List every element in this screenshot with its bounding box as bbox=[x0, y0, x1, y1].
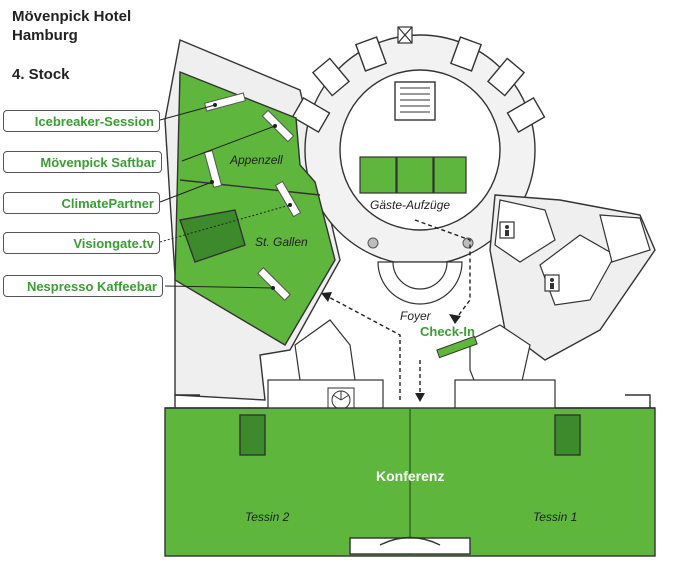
direction-arrow-icon bbox=[324, 219, 471, 400]
spiral-staircase-icon bbox=[327, 387, 355, 413]
right-wing-rooms bbox=[494, 199, 651, 306]
room-st-gallen: St. Gallen bbox=[255, 235, 308, 249]
room-gaeste-aufzuege: Gäste-Aufzüge bbox=[370, 198, 450, 212]
staircase-icon bbox=[400, 87, 430, 113]
label-icebreaker-session[interactable]: Icebreaker-Session bbox=[3, 110, 160, 132]
hotel-name-line1: Mövenpick Hotel bbox=[12, 8, 132, 25]
label-nespresso-kaffeebar[interactable]: Nespresso Kaffeebar bbox=[3, 275, 163, 297]
top-door-marker bbox=[397, 26, 413, 44]
label-visiongate-tv[interactable]: Visiongate.tv bbox=[3, 232, 160, 254]
lower-corridor bbox=[267, 319, 556, 411]
hotel-name-line2: Hamburg bbox=[12, 27, 78, 44]
room-tessin-2: Tessin 2 bbox=[245, 510, 290, 524]
leader-dots bbox=[210, 103, 292, 290]
check-in-label: Check-In bbox=[420, 324, 475, 339]
room-tessin-1: Tessin 1 bbox=[533, 510, 577, 524]
left-wing-rooms bbox=[174, 70, 336, 346]
leader-lines bbox=[159, 104, 291, 289]
foyer-staircase bbox=[377, 261, 463, 305]
guest-elevators bbox=[359, 156, 467, 194]
conference-top-wall bbox=[165, 394, 655, 409]
label-moevenpick-saftbar[interactable]: Mövenpick Saftbar bbox=[3, 151, 162, 173]
conference-hall bbox=[164, 407, 656, 557]
toilet-icon bbox=[505, 225, 554, 289]
conference-label: Konferenz bbox=[376, 468, 444, 484]
room-foyer: Foyer bbox=[400, 309, 432, 323]
stand-markers bbox=[203, 92, 302, 301]
room-appenzell: Appenzell bbox=[229, 153, 283, 167]
check-in-desk bbox=[436, 335, 478, 359]
label-climatepartner[interactable]: ClimatePartner bbox=[3, 192, 160, 214]
floor-label: 4. Stock bbox=[12, 66, 70, 83]
arrow-heads bbox=[321, 292, 461, 402]
